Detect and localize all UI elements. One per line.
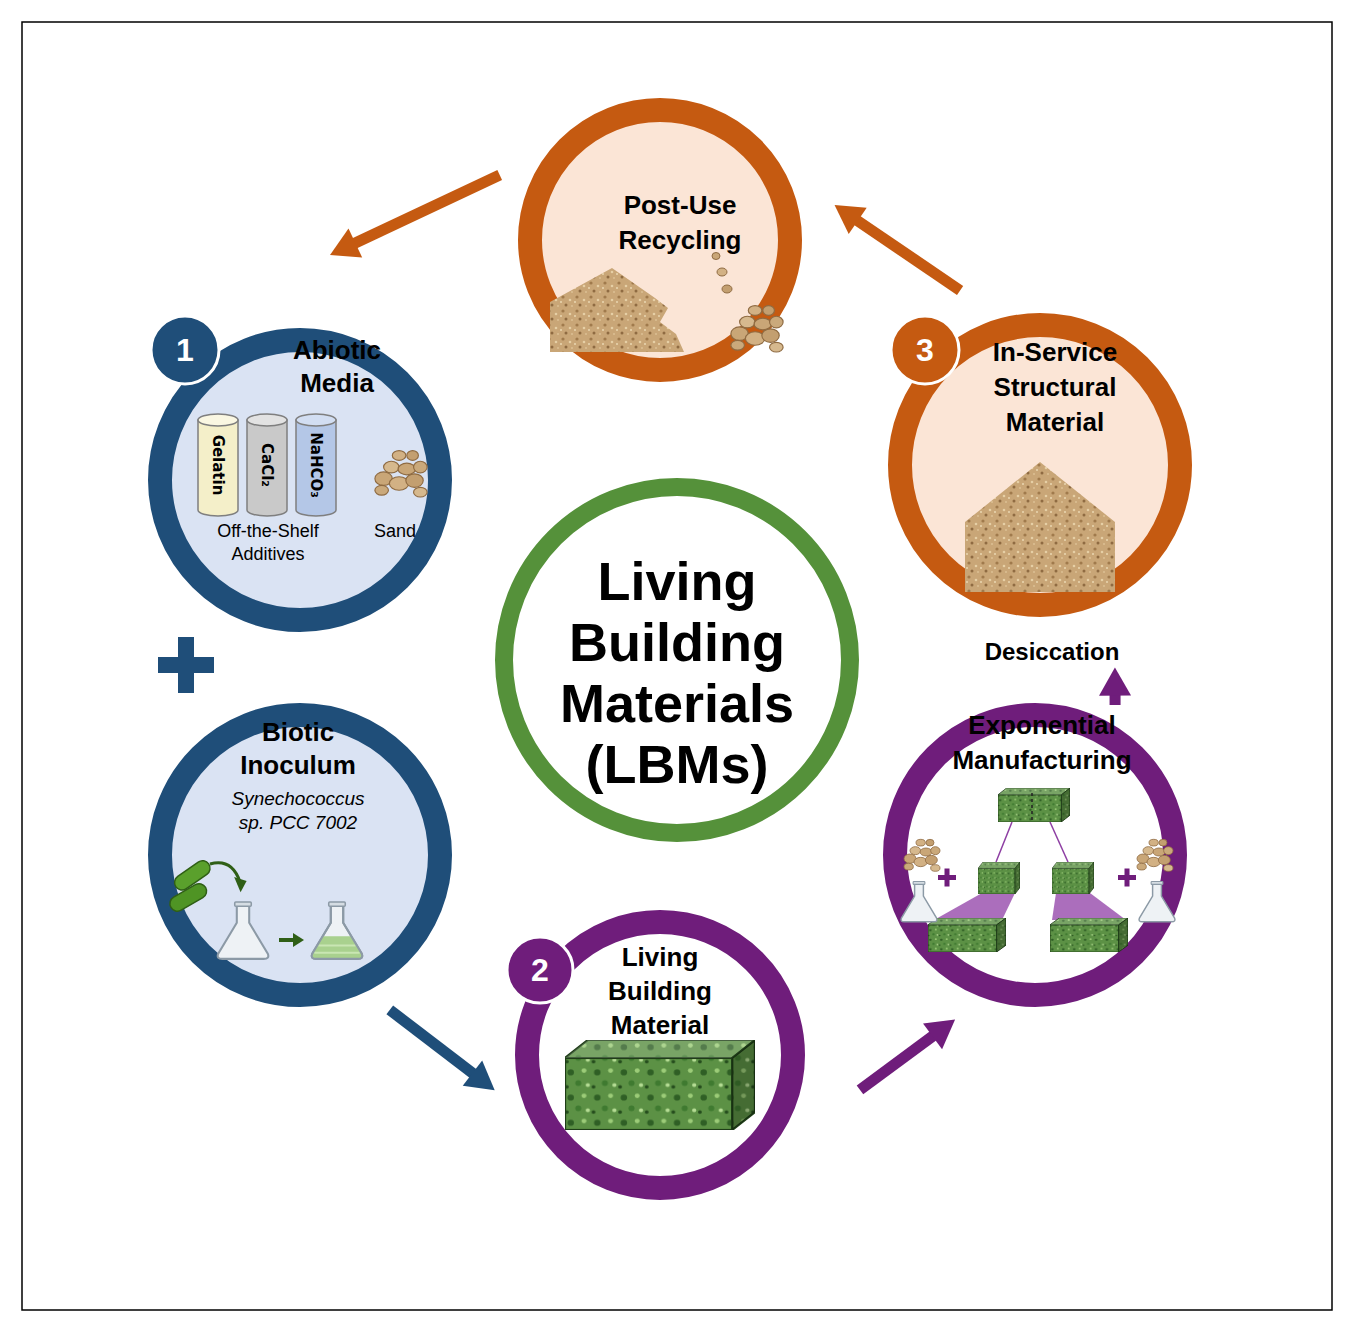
callout-number: 3 bbox=[895, 330, 955, 370]
circle-ring bbox=[530, 110, 790, 370]
item-caption: Sand bbox=[360, 520, 430, 543]
node-heading: Exponential Manufacturing bbox=[932, 708, 1152, 778]
circle-outline bbox=[148, 328, 452, 632]
process-circle: Living Building Material bbox=[515, 910, 805, 1200]
arrow-shaft bbox=[352, 175, 500, 245]
process-circle: Biotic InoculumSynechococcus sp. PCC 700… bbox=[148, 703, 452, 1007]
arrow-shaft bbox=[1110, 691, 1121, 705]
arrowhead bbox=[463, 1060, 495, 1090]
cylinder-label: CaCl₂ bbox=[258, 419, 276, 511]
arrow-shaft bbox=[860, 1034, 936, 1090]
circle-ring bbox=[504, 487, 850, 833]
process-circle: Abiotic MediaGelatin CaCl₂ NaHCO₃ Off-the-S… bbox=[148, 328, 452, 632]
arrowhead bbox=[923, 1020, 955, 1050]
node-heading: Abiotic Media bbox=[272, 334, 402, 400]
arrowhead bbox=[1099, 668, 1131, 696]
arrowhead bbox=[835, 205, 867, 234]
central-circle: Living Building Materials (LBMs) bbox=[495, 478, 859, 842]
flow-arrow bbox=[835, 205, 961, 290]
flow-arrow bbox=[390, 1010, 495, 1090]
central-title: Living Building Materials (LBMs) bbox=[532, 551, 822, 795]
flow-arrow bbox=[330, 175, 500, 258]
circle-outline bbox=[148, 703, 452, 1007]
circle-ring bbox=[160, 340, 440, 620]
arrow-shaft bbox=[854, 218, 960, 290]
process-circle: Post-Use Recycling bbox=[518, 98, 802, 382]
node-heading: In-Service Structural Material bbox=[970, 335, 1140, 440]
organism-name: Synechococcus sp. PCC 7002 bbox=[223, 787, 373, 835]
plus-bar bbox=[158, 657, 214, 673]
node-heading: Living Building Material bbox=[590, 940, 730, 1042]
circle-ring bbox=[527, 922, 793, 1188]
plus-sign bbox=[158, 637, 214, 693]
item-caption: Off-the-Shelf Additives bbox=[193, 520, 343, 566]
circle-ring bbox=[160, 715, 440, 995]
process-circle: Exponential Manufacturing bbox=[883, 703, 1187, 1007]
arrowhead bbox=[330, 229, 362, 258]
callout-number: 1 bbox=[155, 330, 215, 370]
cylinder-label: NaHCO₃ bbox=[307, 419, 325, 511]
node-heading: Post-Use Recycling bbox=[600, 188, 760, 258]
cylinder-label: Gelatin bbox=[209, 419, 227, 511]
node-heading: Biotic Inoculum bbox=[223, 716, 373, 782]
edge-label: Desiccation bbox=[985, 638, 1120, 666]
outer-frame bbox=[22, 22, 1332, 1310]
flow-arrow bbox=[1099, 668, 1131, 705]
circle-ring bbox=[900, 325, 1180, 605]
callout-number: 2 bbox=[510, 950, 570, 990]
flow-arrow bbox=[860, 1020, 955, 1090]
plus-bar bbox=[178, 637, 194, 693]
arrow-shaft bbox=[390, 1010, 476, 1076]
